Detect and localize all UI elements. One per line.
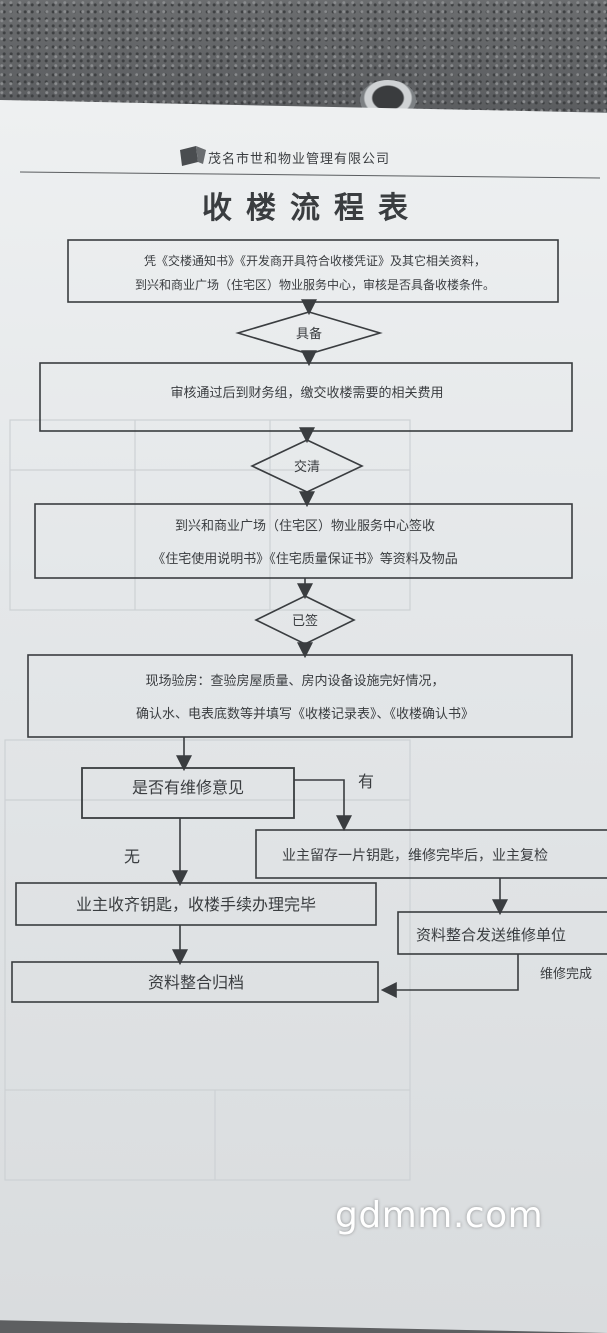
repair-box [255,829,607,879]
site-watermark: gdmm.com [335,1195,544,1236]
done-label: 业主收齐钥匙，收楼手续办理完毕 [76,895,316,914]
arrow-send-archive [380,954,519,998]
step1-line2: 到兴和商业广场（住宅区）物业服务中心，审核是否具备收楼条件。 [135,277,495,292]
company-logo [180,146,206,166]
step4-line1: 现场验房：查验房屋质量、房内设备设施完好情况， [145,673,444,689]
step4-box [27,654,573,738]
step1-box [67,239,559,303]
header-rule [19,171,601,179]
decision-d1-label: 具备 [296,326,322,342]
step2-line1: 审核通过后到财务组，缴交收楼需要的相关费用 [170,385,443,401]
question-box [81,767,295,819]
step3-line1: 到兴和商业广场（住宅区）物业服务中心签收 [175,518,435,534]
company-name: 茂名市世和物业管理有限公司 [208,151,390,167]
step3-line2: 《住宅使用说明书》《住宅质量保证书》等资料及物品 [152,551,458,567]
step4-line2: 确认水、电表底数等并填写《收楼记录表》、《收楼确认书》 [136,706,474,722]
step3-box [34,503,573,579]
page-title: 收楼流程表 [202,191,422,226]
question-label: 是否有维修意见 [132,778,244,797]
bleed-through-grid [4,419,411,1181]
edge-label-yes: 有 [358,772,374,791]
done-box [15,882,377,926]
send-label: 资料整合发送维修单位 [416,926,566,944]
flowchart: 茂名市世和物业管理有限公司 收楼流程表 凭《交楼通知书》《开发商开具符合收楼凭证… [4,146,607,1181]
edge-label-no: 无 [124,847,140,866]
step1-line1: 凭《交楼通知书》《开发商开具符合收楼凭证》及其它相关资料， [144,253,486,268]
archive-label: 资料整合归档 [148,973,244,992]
decision-d2-label: 交清 [294,459,320,475]
repair-label: 业主留存一片钥匙，维修完毕后，业主复检 [282,847,548,864]
edge-label-repair-done: 维修完成 [540,967,592,982]
archive-box [11,961,379,1003]
send-box [397,911,607,955]
arrow-question-repair [294,779,352,832]
decision-d3-label: 已签 [292,613,318,629]
